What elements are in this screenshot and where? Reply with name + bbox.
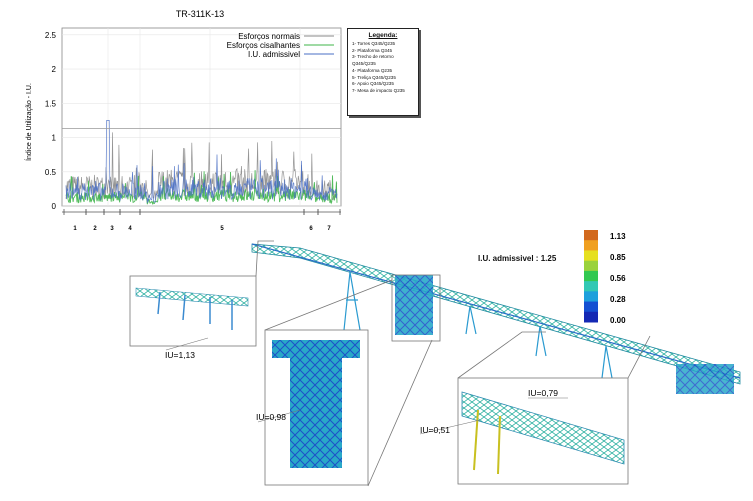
legend-entry: Esforços normais: [238, 32, 300, 41]
zoom-source-box: [391, 274, 441, 342]
legend-entry: I.U. admissivel: [248, 50, 300, 59]
scale-swatch: [584, 291, 598, 303]
zoom-box-platform: [129, 275, 257, 347]
legend-box-title: Legenda:: [368, 32, 398, 39]
zoom-connector: [264, 279, 433, 487]
scale-swatch: [584, 301, 598, 313]
annotation-leader: [257, 409, 301, 423]
zoom-connector: [255, 240, 274, 277]
scale-swatch: [584, 260, 598, 272]
truss-columns: [473, 409, 501, 475]
y-tick-label: 1: [52, 134, 57, 143]
legend-item: 6- Apoio Q345/Q235: [352, 81, 394, 87]
tower-top-detail: [272, 340, 360, 358]
segment-label: 5: [220, 226, 224, 232]
utilization-chart: TR-311K-13 Índice de Utilização - I.U. 0…: [24, 9, 342, 232]
y-tick-label: 2.5: [45, 31, 57, 40]
platform-detail: [135, 287, 249, 307]
legend-entry: Esforços cisalhantes: [227, 41, 300, 50]
gallery-chord: [251, 243, 741, 379]
scale-label: 0.28: [610, 295, 626, 304]
legend-item: 5- Treliça Q345/Q235: [352, 74, 396, 80]
series-line: [65, 132, 338, 201]
scale-label: 1.13: [610, 232, 626, 241]
scale-swatch: [584, 281, 598, 292]
annotation-iu-2: IU=0,98: [256, 412, 286, 422]
scale-swatch: [584, 270, 598, 282]
conveyor-gallery: [251, 243, 741, 385]
legend-item: 4- Plataforma Q235: [352, 67, 393, 73]
segment-brackets: 1 2 3 4 5 6 7: [62, 209, 341, 232]
legend-box: Legenda: 1- Torres Q345/Q235 2- Platafor…: [347, 28, 419, 116]
scale-swatch: [584, 311, 598, 323]
series-line: [65, 120, 338, 204]
scale-swatch: [584, 240, 598, 251]
segment-label: 6: [309, 226, 313, 232]
segment-label: 7: [327, 226, 331, 232]
y-tick-label: 0.5: [45, 168, 57, 177]
segment-label: 1: [73, 226, 77, 232]
legend-item: 1- Torres Q345/Q235: [352, 41, 396, 46]
color-scale-title: I.U. admissivel : 1.25: [478, 254, 557, 263]
annotation-iu-3: IU=0,79: [528, 388, 558, 398]
y-axis-label: Índice de Utilização - I.U.: [24, 83, 33, 161]
y-tick-label: 2: [52, 65, 57, 74]
scale-label: 0.85: [610, 253, 626, 262]
y-tick-label: 1.5: [45, 99, 57, 108]
annotation-leader: [165, 337, 209, 351]
scale-label: 0.56: [610, 274, 626, 283]
legend-item: 7- Mesa de impacto Q235: [352, 87, 405, 93]
series-layer: [65, 120, 338, 206]
scale-swatch: [584, 250, 598, 262]
scale-swatch: [584, 230, 598, 241]
segment-label: 4: [128, 226, 132, 232]
zoom-connector: [457, 331, 651, 379]
impact-table: [676, 364, 734, 394]
segment-label: 3: [110, 226, 114, 232]
legend-item: 3- Trecho de retorno Q345/Q235: [352, 54, 394, 67]
truss-detail: [461, 391, 625, 465]
grid: [62, 28, 341, 207]
tower-body-detail: [290, 358, 342, 468]
series-line: [65, 170, 338, 206]
annotation-iu-1: IU=1,13: [165, 350, 195, 360]
y-ticks: 0 0.5 1 1.5 2 2.5: [45, 31, 57, 211]
scale-label: 0.00: [610, 316, 626, 325]
annotation-iu-4: IU=0,51: [420, 425, 450, 435]
y-tick-label: 0: [52, 202, 57, 211]
support-towers: [343, 271, 613, 379]
annotation-leader: [419, 419, 481, 435]
segment-label: 2: [93, 226, 97, 232]
chart-title: TR-311K-13: [176, 9, 224, 19]
legend-item: 2- Plataforma Q345: [352, 47, 393, 53]
platform-columns: [157, 291, 233, 330]
transfer-tower: [395, 275, 433, 335]
